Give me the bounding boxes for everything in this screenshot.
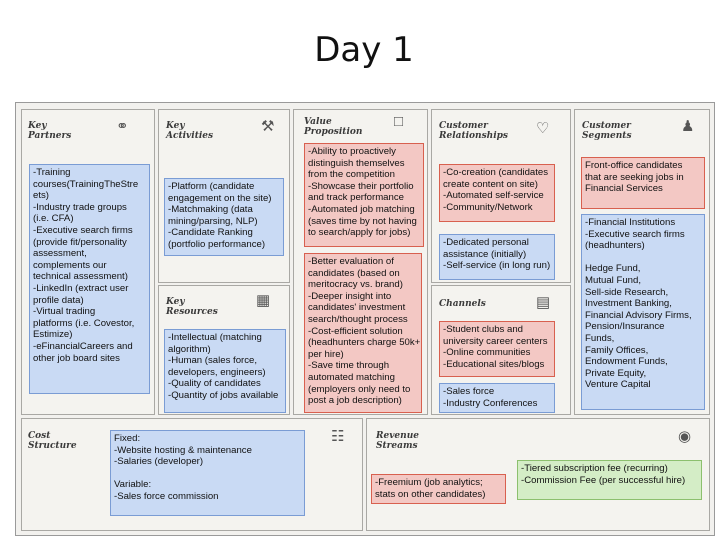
note-revenue-streams-1: -Freemium (job analytics; stats on other… bbox=[371, 474, 506, 504]
note-key-partners: -Training courses(TrainingTheStre ets) -… bbox=[29, 164, 150, 394]
price-tag-icon: ☷ bbox=[331, 428, 345, 445]
chain-links-icon: ⚭ bbox=[116, 118, 129, 135]
note-key-resources: -Intellectual (matching algorithm) -Huma… bbox=[164, 329, 286, 413]
page-title: Day 1 bbox=[314, 30, 414, 70]
note-value-proposition-1: -Ability to proactively distinguish them… bbox=[304, 143, 424, 247]
note-channels-2: -Sales force -Industry Conferences bbox=[439, 383, 555, 413]
gift-icon: □ bbox=[394, 113, 404, 130]
header-key-partners: Key Partners bbox=[28, 121, 72, 141]
header-cost-structure: Cost Structure bbox=[28, 431, 77, 451]
person-icon: ♟ bbox=[681, 118, 695, 135]
header-customer-relationships: Customer Relationships bbox=[439, 121, 508, 141]
note-customer-relationships-1: -Co-creation (candidates create content … bbox=[439, 164, 555, 222]
factory-icon: ▦ bbox=[256, 292, 271, 309]
header-channels: Channels bbox=[439, 299, 486, 309]
worker-icon: ⚒ bbox=[261, 118, 275, 135]
header-key-activities: Key Activities bbox=[166, 121, 214, 141]
header-customer-segments: Customer Segments bbox=[582, 121, 632, 141]
note-key-activities: -Platform (candidate engagement on the s… bbox=[164, 178, 284, 256]
note-revenue-streams-2: -Tiered subscription fee (recurring) -Co… bbox=[517, 460, 702, 500]
note-cost-structure: Fixed: -Website hosting & maintenance -S… bbox=[110, 430, 305, 516]
header-key-resources: Key Resources bbox=[166, 297, 218, 317]
note-value-proposition-2: -Better evaluation of candidates (based … bbox=[304, 253, 422, 413]
header-revenue-streams: Revenue Streams bbox=[376, 431, 419, 451]
heart-icon: ♡ bbox=[536, 120, 550, 137]
header-value-proposition: Value Proposition bbox=[304, 117, 363, 137]
note-customer-segments-2: -Financial Institutions -Executive searc… bbox=[581, 214, 705, 410]
note-customer-segments-1: Front-office candidates that are seeking… bbox=[581, 157, 705, 209]
note-customer-relationships-2: -Dedicated personal assistance (initiall… bbox=[439, 234, 555, 280]
money-bag-icon: ◉ bbox=[678, 428, 692, 445]
note-channels-1: -Student clubs and university career cen… bbox=[439, 321, 555, 377]
truck-icon: ▤ bbox=[536, 294, 551, 311]
